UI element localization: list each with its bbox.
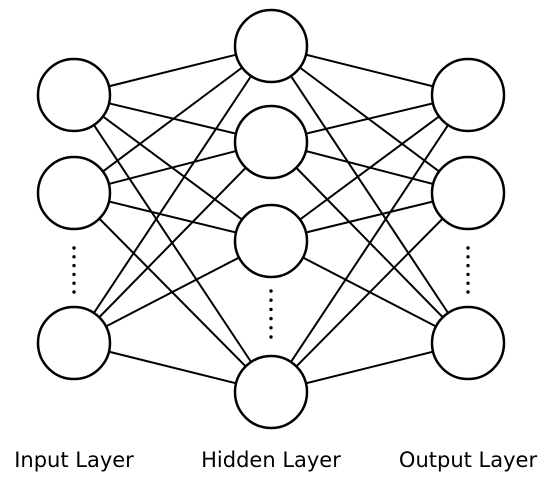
output-ellipsis-dot [466,281,470,285]
input-ellipsis-dot [72,272,76,277]
input-ellipsis-dot [72,290,76,294]
input-node-0 [36,57,112,133]
hidden-ellipsis-dot [269,326,273,330]
input-node-1 [36,155,112,231]
nodes-group [36,8,506,430]
connection-hidden-3-to-output-0 [270,94,469,393]
output-ellipsis-dot [466,290,470,294]
output-node-0 [430,57,506,133]
hidden-node-0 [233,8,309,84]
connection-hidden-0-to-output-2 [270,45,469,344]
hidden-ellipsis-dot [269,289,273,293]
input-layer-label: Input Layer [14,448,134,472]
output-ellipsis-dot [466,255,470,259]
output-node-2 [430,305,506,381]
output-ellipsis-dot [466,272,470,277]
hidden-node-2 [233,203,309,279]
output-node-1 [430,155,506,231]
input-ellipsis-dot [72,263,76,268]
hidden-node-1 [233,104,309,180]
connection-hidden-2-to-output-0 [270,94,469,242]
hidden-node-3 [233,354,309,430]
output-layer-label: Output Layer [398,448,538,472]
input-ellipsis-dot [72,255,76,259]
connection-input-2-to-hidden-0 [73,45,272,344]
connection-input-1-to-hidden-0 [73,45,272,194]
connection-hidden-3-to-output-1 [270,192,469,393]
input-ellipsis-dot [72,246,76,250]
hidden-ellipsis-dot [269,335,273,339]
input-ellipsis-dot [72,281,76,285]
hidden-layer-label: Hidden Layer [201,448,341,472]
ellipsis-dots-group [72,246,470,339]
output-ellipsis-dot [466,263,470,268]
output-ellipsis-dot [466,246,470,250]
hidden-ellipsis-dot [269,307,273,312]
hidden-ellipsis-dot [269,316,273,321]
connection-input-2-to-hidden-1 [73,141,272,344]
input-node-2 [36,305,112,381]
hidden-ellipsis-dot [269,298,273,302]
